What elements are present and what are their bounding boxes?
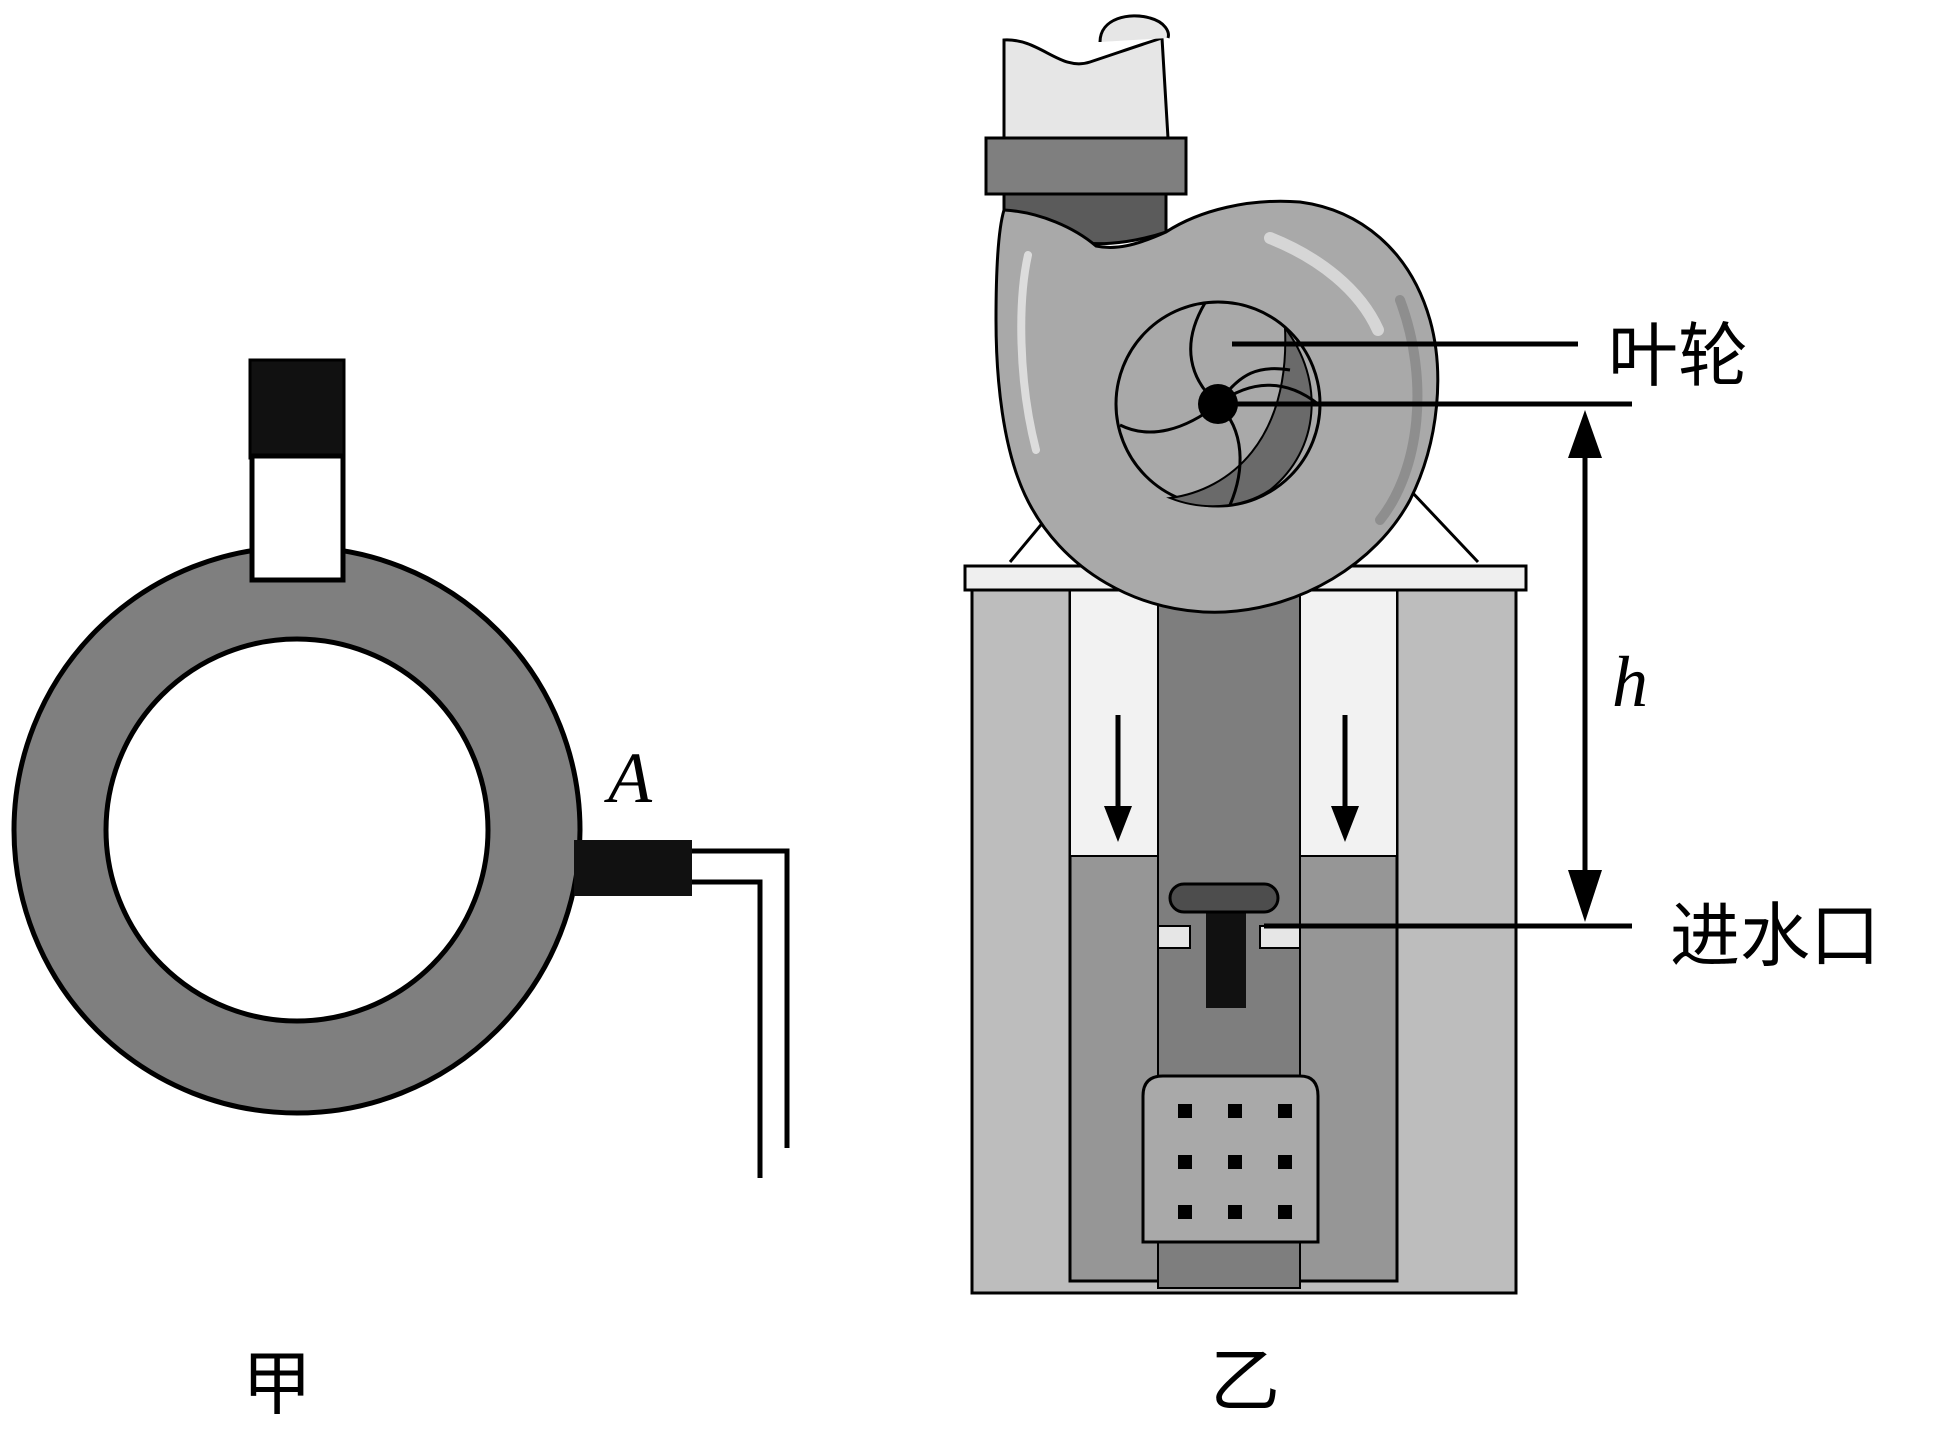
pipe-flange — [984, 136, 1188, 196]
ring-hole — [103, 636, 491, 1024]
point-a-label: A — [604, 738, 653, 818]
casing-highlight-left — [1017, 251, 1040, 454]
inlet-seat-right — [1259, 925, 1301, 949]
flow-arrow-right — [1331, 715, 1359, 842]
top-clamp-white — [249, 453, 346, 583]
height-label: h — [1612, 642, 1648, 722]
outlet-pipe-top — [1098, 14, 1170, 43]
inlet-label: 进水口 — [1670, 895, 1880, 977]
strut-left — [1008, 519, 1047, 563]
caption-yi: 乙 — [1210, 1340, 1280, 1422]
impeller-label: 叶轮 — [1608, 315, 1748, 397]
lead-wire-outer — [692, 848, 790, 1148]
lead-wire-inner — [692, 879, 763, 1178]
height-dimension — [1568, 410, 1602, 922]
valve-stem — [1206, 910, 1246, 1008]
impeller-shadow — [1166, 324, 1313, 508]
figure-b: 叶轮 h 进水口 乙 — [963, 14, 1880, 1422]
strut-right — [1408, 488, 1480, 564]
top-clamp-dark — [248, 358, 346, 460]
flow-arrow-left — [1104, 715, 1132, 842]
strainer-holes — [1178, 1104, 1292, 1219]
inlet-seat-left — [1157, 925, 1191, 949]
figure-a: A 甲 — [11, 358, 790, 1425]
connector-cap — [684, 845, 692, 891]
casing-highlight-right — [1264, 232, 1384, 336]
valve-cap — [1168, 882, 1280, 914]
caption-jia: 甲 — [242, 1343, 312, 1425]
casing-shadow — [1375, 295, 1423, 525]
side-connector — [574, 840, 692, 896]
outlet-pipe — [1002, 35, 1170, 140]
